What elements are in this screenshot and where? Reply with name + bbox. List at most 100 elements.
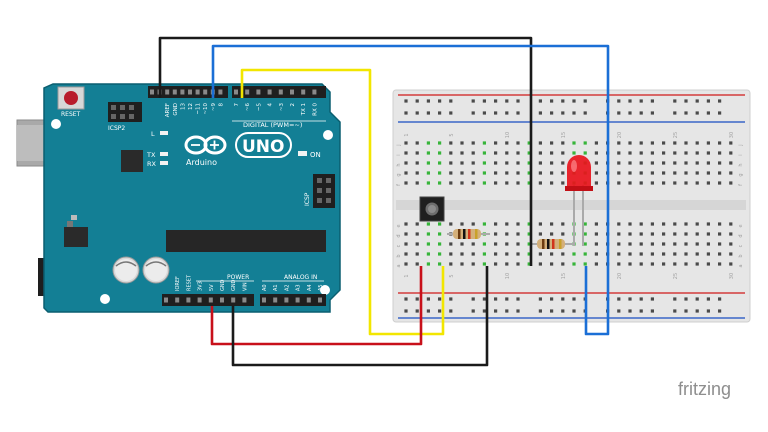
- breadboard-hole: [471, 151, 475, 155]
- breadboard-column-number: 20: [617, 273, 623, 279]
- breadboard-hole: [415, 232, 419, 236]
- breadboard-hole: [718, 222, 722, 226]
- breadboard-column-number: 15: [561, 273, 567, 279]
- breadboard-hole: [550, 252, 554, 256]
- breadboard-hole: [673, 161, 677, 165]
- breadboard-hole: [718, 232, 722, 236]
- breadboard-rail-hole: [482, 111, 486, 115]
- breadboard-hole: [628, 151, 632, 155]
- breadboard-hole: [449, 171, 453, 175]
- breadboard-hole: [404, 171, 408, 175]
- breadboard-hole: [684, 252, 688, 256]
- breadboard-rail-hole: [449, 309, 453, 313]
- breadboard-hole: [438, 171, 442, 175]
- breadboard-rail-hole: [505, 309, 509, 313]
- breadboard-hole: [628, 141, 632, 145]
- analog-pin-label: A5: [318, 284, 324, 291]
- breadboard-hole: [471, 262, 475, 266]
- breadboard-rail-hole: [617, 297, 621, 301]
- capacitor-1: [112, 256, 140, 284]
- breadboard-rail-hole: [438, 309, 442, 313]
- breadboard-hole: [639, 171, 643, 175]
- breadboard-hole: [415, 252, 419, 256]
- breadboard-hole: [550, 262, 554, 266]
- header-pin-hole: [175, 297, 180, 303]
- breadboard-row-letter: a: [738, 264, 744, 267]
- breadboard-hole: [695, 161, 699, 165]
- breadboard-hole: [449, 262, 453, 266]
- breadboard-hole: [617, 171, 621, 175]
- breadboard-rail-hole: [561, 111, 565, 115]
- breadboard-hole: [449, 181, 453, 185]
- breadboard-hole: [594, 232, 598, 236]
- header-pin-hole: [256, 89, 261, 95]
- breadboard-hole: [561, 262, 565, 266]
- breadboard-hole: [594, 161, 598, 165]
- breadboard-rail-hole: [550, 99, 554, 103]
- breadboard-rail-hole: [718, 297, 722, 301]
- breadboard-hole: [505, 141, 509, 145]
- breadboard-rail-hole: [516, 297, 520, 301]
- voltage-regulator: [64, 227, 88, 247]
- breadboard-hole: [482, 171, 486, 175]
- breadboard-hole: [516, 232, 520, 236]
- breadboard-rail-hole: [617, 99, 621, 103]
- breadboard-hole: [561, 171, 565, 175]
- breadboard-hole: [516, 252, 520, 256]
- digital-pin-label: ~3: [279, 103, 285, 112]
- breadboard-rail-hole: [438, 99, 442, 103]
- breadboard-hole: [718, 151, 722, 155]
- breadboard-hole: [594, 242, 598, 246]
- breadboard-hole: [404, 141, 408, 145]
- digital-pin-label: ~6: [245, 103, 251, 112]
- breadboard-hole: [460, 181, 464, 185]
- breadboard-hole: [706, 181, 710, 185]
- breadboard-hole: [550, 232, 554, 236]
- breadboard-hole: [460, 222, 464, 226]
- breadboard-rail-hole: [639, 111, 643, 115]
- breadboard-hole: [662, 151, 666, 155]
- led-rx-indicator: [160, 161, 168, 165]
- breadboard-hole: [650, 181, 654, 185]
- breadboard-hole: [538, 171, 542, 175]
- header-pin-hole: [278, 89, 283, 95]
- breadboard-rail-hole: [706, 99, 710, 103]
- breadboard-hole: [538, 181, 542, 185]
- breadboard-row-letter: c: [396, 244, 402, 247]
- breadboard-rail-hole: [415, 297, 419, 301]
- breadboard-hole: [460, 171, 464, 175]
- breadboard-hole: [684, 181, 688, 185]
- breadboard-hole: [639, 262, 643, 266]
- push-button: [419, 196, 445, 222]
- breadboard-hole: [617, 141, 621, 145]
- breadboard-hole: [449, 151, 453, 155]
- breadboard-hole: [550, 222, 554, 226]
- breadboard-rail-hole: [516, 309, 520, 313]
- breadboard-hole: [662, 232, 666, 236]
- breadboard-rail-hole: [426, 309, 430, 313]
- analog-pin-label: A1: [273, 284, 279, 291]
- breadboard-hole: [538, 262, 542, 266]
- power-pin-label: RESET: [186, 274, 192, 291]
- breadboard-hole: [706, 222, 710, 226]
- breadboard-rail-hole: [561, 297, 565, 301]
- breadboard-rail-hole: [650, 309, 654, 313]
- breadboard-hole: [482, 181, 486, 185]
- header-pin-hole: [318, 297, 322, 303]
- breadboard-rail-hole: [706, 111, 710, 115]
- breadboard-hole: [583, 222, 587, 226]
- breadboard-rail-hole: [449, 111, 453, 115]
- breadboard-row-letter: g: [396, 173, 402, 176]
- breadboard-hole: [550, 181, 554, 185]
- breadboard-column-number: 25: [673, 132, 679, 138]
- breadboard-hole: [505, 171, 509, 175]
- breadboard-row-letter: e: [396, 224, 402, 227]
- reset-button-cap[interactable]: [64, 91, 78, 105]
- breadboard-hole: [650, 232, 654, 236]
- breadboard-rail-hole: [415, 309, 419, 313]
- breadboard-hole: [650, 141, 654, 145]
- breadboard-hole: [729, 171, 733, 175]
